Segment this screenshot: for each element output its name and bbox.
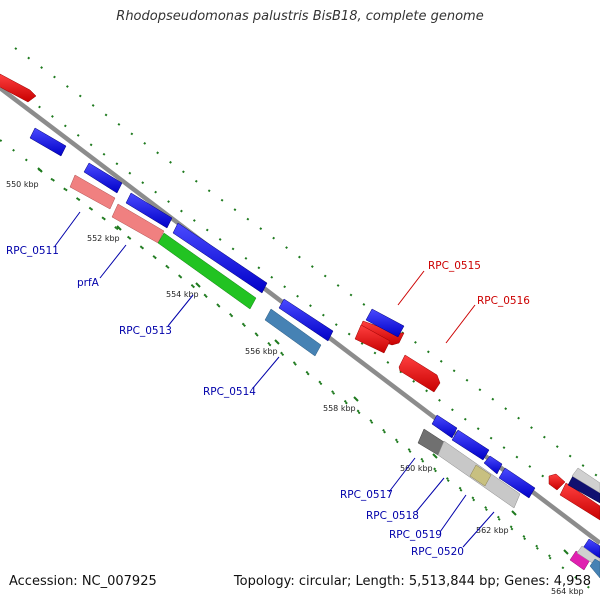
leader-line	[99, 244, 127, 279]
gene-label[interactable]: RPC_0513	[119, 325, 172, 337]
gene-feature[interactable]	[548, 473, 566, 491]
gene-label[interactable]: RPC_0516	[477, 295, 530, 307]
gene-feature[interactable]	[559, 482, 600, 521]
tick-label: 560 kbp	[400, 464, 433, 473]
gene-feature[interactable]	[451, 429, 490, 461]
gene-label[interactable]: RPC_0517	[340, 489, 393, 501]
tick-label: 556 kbp	[245, 347, 278, 356]
tick-mark	[116, 225, 122, 231]
gene-feature[interactable]	[264, 308, 322, 357]
leader-line	[415, 477, 445, 513]
gene-feature[interactable]	[157, 232, 257, 310]
gene-feature[interactable]	[278, 298, 334, 342]
forward-strand-genes	[0, 73, 566, 491]
gene-feature[interactable]	[571, 467, 600, 494]
map-title: Rhodopseudomonas palustris BisB18, compl…	[116, 9, 484, 24]
tick-mark	[563, 549, 569, 555]
genome-info-text: Topology: circular; Length: 5,513,844 bp…	[233, 574, 591, 589]
accession-text: Accession: NC_007925	[9, 574, 157, 589]
leader-line	[445, 304, 476, 344]
leader-line	[388, 457, 416, 493]
leader-line	[167, 294, 194, 327]
leader-line	[252, 356, 280, 389]
gene-feature[interactable]	[589, 558, 600, 579]
leader-line	[54, 211, 81, 247]
tick-label: 562 kbp	[476, 526, 509, 535]
leader-line	[439, 494, 467, 533]
gene-label[interactable]: RPC_0514	[203, 386, 256, 398]
outer-guide-2	[14, 47, 600, 479]
tick-label: 564 kbp	[551, 587, 584, 596]
scale-ticks	[37, 167, 569, 555]
tick-mark	[37, 167, 43, 173]
gene-labels: RPC_0511 prfA RPC_0513 RPC_0514 RPC_0515…	[6, 245, 530, 558]
tick-mark	[274, 339, 280, 345]
gene-feature[interactable]	[125, 192, 173, 229]
tick-label: 550 kbp	[6, 180, 39, 189]
gene-label[interactable]: RPC_0511	[6, 245, 59, 257]
tick-label: 558 kbp	[323, 404, 356, 413]
gene-feature[interactable]	[0, 73, 37, 103]
gene-feature[interactable]	[483, 455, 503, 475]
gene-feature[interactable]	[111, 203, 165, 244]
tick-label: 554 kbp	[166, 290, 199, 299]
gene-feature[interactable]	[83, 162, 123, 194]
gene-feature[interactable]	[365, 308, 405, 338]
gene-label[interactable]: RPC_0520	[411, 546, 464, 558]
gene-feature[interactable]	[172, 222, 268, 294]
tick-mark	[353, 396, 359, 402]
gene-feature[interactable]	[469, 464, 492, 487]
gene-label[interactable]: RPC_0515	[428, 260, 481, 272]
label-leaders	[54, 211, 495, 548]
tick-mark	[511, 510, 517, 516]
colored-genes	[69, 174, 600, 579]
gene-feature[interactable]	[567, 473, 600, 504]
tick-mark	[195, 282, 201, 288]
gene-feature[interactable]	[29, 127, 67, 157]
gene-feature[interactable]	[69, 174, 116, 210]
leader-line	[462, 511, 495, 548]
gene-feature[interactable]	[354, 324, 391, 354]
gene-label[interactable]: RPC_0519	[389, 529, 442, 541]
leader-line	[397, 270, 425, 306]
blue-genes	[29, 127, 600, 559]
gene-label[interactable]: prfA	[77, 277, 100, 289]
gene-feature[interactable]	[398, 354, 441, 393]
gene-feature[interactable]	[431, 414, 458, 439]
gene-label[interactable]: RPC_0518	[366, 510, 419, 522]
tick-label: 552 kbp	[87, 234, 120, 243]
gene-feature[interactable]	[498, 467, 536, 499]
scale-tick-labels: 550 kbp 552 kbp 554 kbp 556 kbp 558 kbp …	[6, 180, 584, 596]
tick-mark	[432, 453, 438, 459]
